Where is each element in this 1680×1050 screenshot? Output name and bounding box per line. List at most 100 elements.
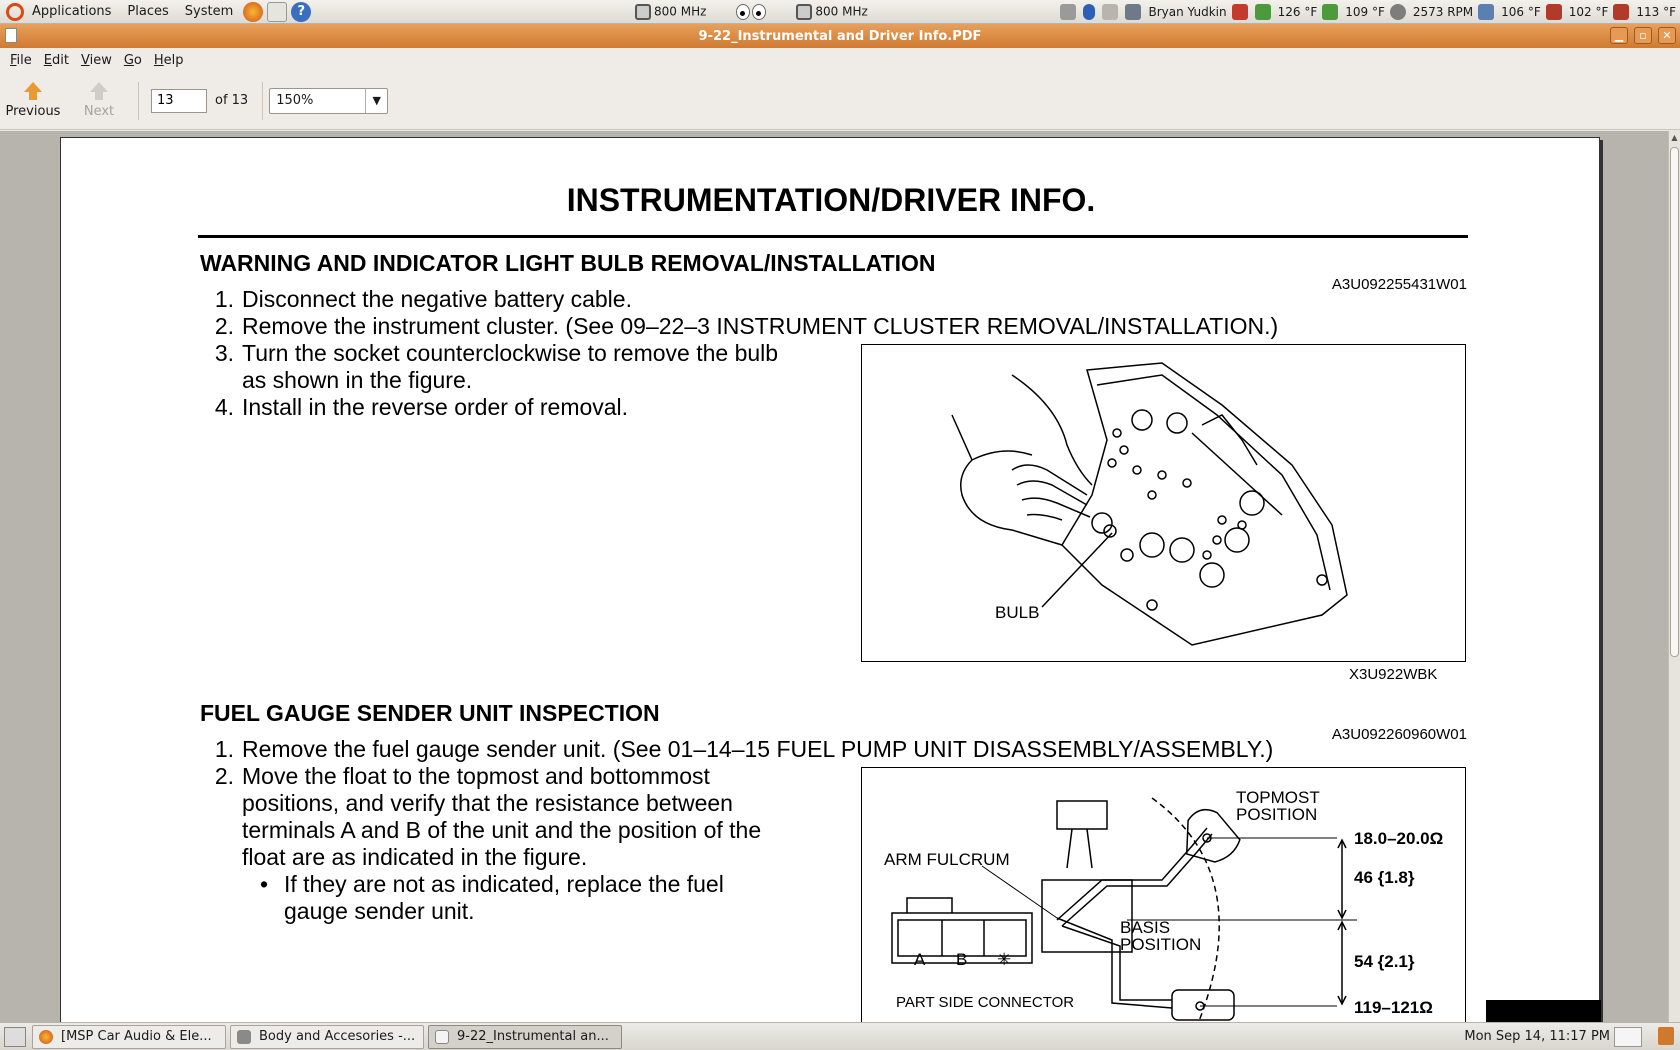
- list-item: 3.Turn the socket counterclockwise to re…: [200, 340, 1442, 394]
- cpu-freq-2-label: 800 MHz: [815, 4, 868, 19]
- sensor-value: 2573 RPM: [1412, 5, 1474, 19]
- minimize-button[interactable]: ▁: [1610, 27, 1628, 44]
- instrument-cluster-illustration: [951, 362, 1348, 646]
- toolbar-separator: [262, 81, 264, 120]
- ubuntu-logo-icon[interactable]: [6, 2, 24, 21]
- zoom-select[interactable]: 150% ▼: [269, 87, 389, 114]
- vertical-scrollbar[interactable]: ▲: [1668, 131, 1680, 1022]
- arrow-down-icon: [90, 82, 108, 92]
- menu-go[interactable]: Go: [118, 53, 148, 68]
- taskbar-item-label: Body and Accesories -...: [259, 1029, 416, 1044]
- page-count: of 13: [215, 93, 249, 108]
- volume-icon[interactable]: [1060, 4, 1077, 20]
- next-label: Next: [83, 104, 115, 119]
- chevron-down-icon[interactable]: ▼: [365, 88, 387, 113]
- show-desktop-icon[interactable]: [4, 1026, 26, 1047]
- taskbar-item[interactable]: [MSP Car Audio & Ele...: [32, 1024, 226, 1049]
- zoom-value: 150%: [276, 93, 314, 108]
- shutdown-icon[interactable]: [1231, 4, 1248, 20]
- places-menu[interactable]: Places: [127, 4, 169, 19]
- bluetooth-icon[interactable]: [1083, 4, 1096, 20]
- scroll-up-icon[interactable]: ▲: [1671, 133, 1678, 142]
- pdf-page: INSTRUMENTATION/DRIVER INFO. WARNING AND…: [60, 137, 1601, 1022]
- scrollbar-thumb[interactable]: [1670, 147, 1679, 657]
- connector-label: PART SIDE CONNECTOR: [896, 994, 1075, 1011]
- eye-icon: [752, 4, 767, 20]
- user-name[interactable]: Bryan Yudkin: [1148, 5, 1227, 19]
- topmost-label: TOPMOST: [1236, 788, 1320, 807]
- window-titlebar[interactable]: 9-22_Instrumental and Driver Info.PDF ▁ …: [0, 24, 1680, 48]
- menu-view[interactable]: View: [75, 53, 118, 68]
- previous-button[interactable]: Previous: [0, 75, 66, 127]
- cpu-chip-icon: [635, 4, 651, 20]
- step-text: Remove the fuel gauge sender unit. (See …: [242, 736, 1274, 762]
- workspace-switcher-icon[interactable]: [1614, 1027, 1642, 1047]
- menu-help-mnemonic: H: [153, 52, 164, 68]
- system-menu[interactable]: System: [184, 4, 234, 19]
- taskbar-item[interactable]: 9-22_Instrumental an...: [428, 1024, 622, 1049]
- help-icon[interactable]: ?: [291, 1, 312, 22]
- user-switcher-icon[interactable]: [1125, 4, 1142, 20]
- menu-view-label: iew: [89, 52, 112, 68]
- page-tab-marker: [1486, 1000, 1601, 1022]
- sensor-value: 113 °F: [1636, 5, 1676, 19]
- clock[interactable]: Mon Sep 14, 11:17 PM: [1464, 1029, 1610, 1044]
- resistance-top-label: 18.0–20.0Ω: [1354, 829, 1444, 848]
- next-button[interactable]: Next: [66, 75, 132, 127]
- temperature-sensor-icon: [1545, 4, 1562, 20]
- figure1-code: X3U922WBK: [1349, 666, 1438, 683]
- temperature-sensor-icon: [1254, 4, 1271, 20]
- menu-edit[interactable]: Edit: [38, 53, 75, 68]
- topmost-position-label: POSITION: [1236, 805, 1318, 824]
- menu-file-label: ile: [16, 52, 32, 68]
- sensor-value: 109 °F: [1345, 5, 1385, 19]
- menu-view-mnemonic: V: [80, 52, 90, 68]
- taskbar-item-label: [MSP Car Audio & Ele...: [61, 1029, 212, 1044]
- list-item: 1.Disconnect the negative battery cable.: [200, 286, 1442, 313]
- list-item: 4.Install in the reverse order of remova…: [200, 394, 1442, 421]
- applications-menu[interactable]: Applications: [32, 4, 112, 19]
- arrow-up-icon: [24, 82, 42, 92]
- temperature-sensor-icon: [1322, 4, 1339, 20]
- dimension-54-label: 54 {2.1}: [1354, 952, 1415, 971]
- menu-file-mnemonic: F: [10, 52, 17, 68]
- taskbar-item[interactable]: Body and Accesories -...: [230, 1024, 424, 1049]
- toolbar-separator: [138, 81, 139, 120]
- menu-go-mnemonic: G: [123, 52, 134, 68]
- maximize-button[interactable]: ▫: [1634, 27, 1652, 44]
- list-item: 2.Remove the instrument cluster. (See 09…: [200, 313, 1442, 340]
- cpu-freq-1-label: 800 MHz: [654, 4, 707, 19]
- step-text: Move the float to the topmost and bottom…: [242, 763, 762, 870]
- step-number: 1.: [214, 736, 234, 762]
- section2-steps: 1. Remove the fuel gauge sender unit. (Se…: [200, 736, 1442, 925]
- bulb-figure: BULB: [861, 344, 1466, 662]
- document-viewport[interactable]: INSTRUMENTATION/DRIVER INFO. WARNING AND…: [0, 131, 1668, 1022]
- section2-code: A3U092260960W01: [1331, 726, 1467, 743]
- step-number: 1.: [214, 286, 234, 312]
- page-number-input[interactable]: [151, 88, 207, 113]
- mail-icon[interactable]: [267, 1, 288, 22]
- step-number: 2.: [214, 313, 234, 339]
- step-number: 4.: [214, 394, 234, 420]
- terminal-b-label: B: [956, 950, 968, 969]
- document-icon: [5, 28, 17, 43]
- sensor-value: 102 °F: [1568, 5, 1609, 19]
- cpu-freq-2[interactable]: 800 MHz: [796, 4, 868, 20]
- menu-help[interactable]: Help: [148, 53, 190, 68]
- menu-file[interactable]: File: [4, 53, 38, 68]
- bottom-panel: [MSP Car Audio & Ele... Body and Accesor…: [0, 1022, 1680, 1050]
- section1-heading: WARNING AND INDICATOR LIGHT BULB REMOVAL…: [200, 250, 936, 276]
- basis-position-label: POSITION: [1120, 935, 1202, 954]
- trash-icon[interactable]: [1658, 1027, 1674, 1045]
- menu-go-label: o: [133, 52, 142, 68]
- page-title: INSTRUMENTATION/DRIVER INFO.: [566, 182, 1096, 218]
- cpu-freq-1[interactable]: 800 MHz: [635, 4, 706, 20]
- fuel-sender-illustration: [891, 797, 1357, 1022]
- firefox-icon[interactable]: [243, 1, 264, 22]
- temperature-sensor-icon: [1478, 4, 1495, 20]
- bullet-dot: •: [260, 871, 269, 897]
- close-button[interactable]: ✕: [1658, 27, 1676, 44]
- network-icon[interactable]: [1102, 4, 1119, 20]
- terminal-a-label: A: [914, 950, 926, 969]
- fan-icon: [1389, 4, 1406, 20]
